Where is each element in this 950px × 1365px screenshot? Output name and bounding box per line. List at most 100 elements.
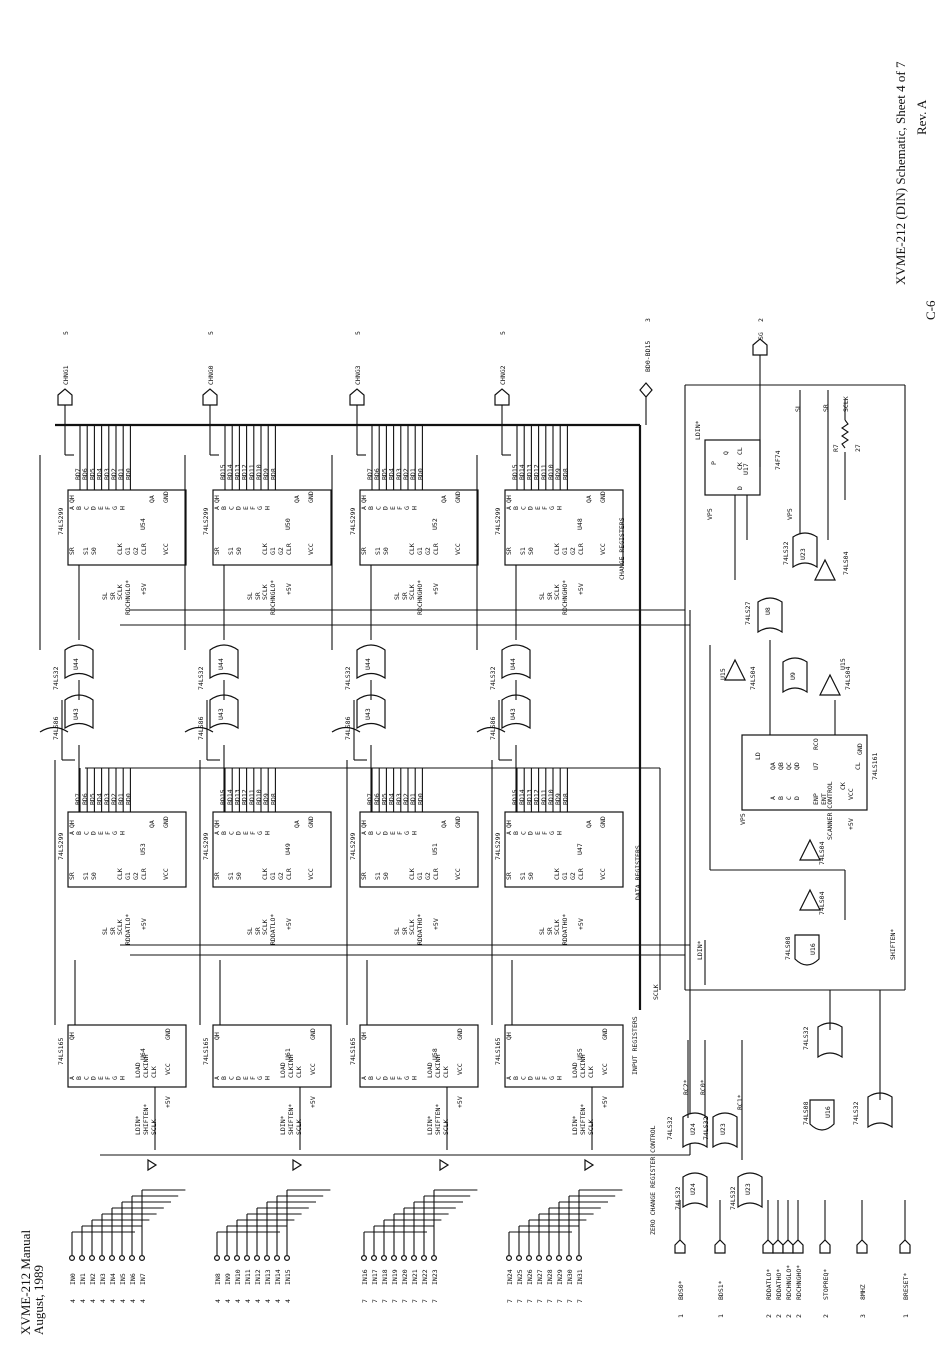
control-signal-label: RDDATLO*	[765, 1269, 773, 1300]
change-reg-g2: G2	[277, 547, 285, 555]
data-reg-ref: U47	[576, 843, 584, 855]
input-reg-clkinh: CLKINH	[434, 1054, 442, 1078]
data-reg-bus-4: BD11	[540, 789, 548, 805]
input-pin-sheet: 7	[361, 1299, 369, 1303]
main-bus-lines	[55, 384, 906, 1156]
input-reg-gnd-arrow	[147, 1158, 158, 1172]
input-pin-label: IN1	[79, 1273, 87, 1285]
data-reg-bus-1: BD14	[518, 789, 526, 805]
xor-extra-arc	[184, 726, 214, 733]
input-reg-vcc: VCC	[601, 1063, 609, 1075]
data-reg-s0: S0	[527, 872, 535, 880]
or-stop-type: 74LS32	[802, 1026, 810, 1050]
input-reg-shiften: SHIFTEN*	[434, 1104, 442, 1135]
data-reg-pin-0: A	[505, 831, 513, 835]
title-block: XVME-212 Manual August, 1989 Rev. A XVME…	[18, 61, 938, 1335]
input-reg-clk: CLK	[442, 1066, 450, 1078]
chng-output-connector	[349, 388, 365, 406]
input-pin-label: IN23	[431, 1269, 439, 1285]
change-reg-pin-3: D	[235, 506, 243, 510]
input-reg-clk: CLK	[587, 1066, 595, 1078]
control-signal-sheet: 1	[902, 1314, 910, 1318]
input-pin-sheet: 4	[119, 1299, 127, 1303]
change-reg-bus-4: BD3	[395, 468, 403, 480]
data-reg-bus-6: BD1	[117, 793, 125, 805]
input-reg-type: 74LS165	[349, 1038, 357, 1065]
counter-type: 74LS161	[871, 753, 879, 780]
zero-type-3: 74LS32	[674, 1186, 682, 1210]
input-pin-sheet: 7	[381, 1299, 389, 1303]
counter-pin-ck: CK	[839, 782, 847, 790]
data-reg-vcc: VCC	[454, 868, 462, 880]
ff-ref: U17	[742, 463, 750, 475]
change-reg-p5v: +5V	[140, 583, 148, 595]
data-reg-strobe: RDDATHO*	[416, 914, 424, 945]
input-reg-pin-7: H	[555, 1076, 563, 1080]
input-pin-sheet: 7	[546, 1299, 554, 1303]
change-reg-bus-1: BD6	[81, 468, 89, 480]
change-reg-sr: SR	[505, 547, 513, 555]
change-registers-caption: CHANGE REGISTERS	[618, 517, 626, 580]
counter-pin-d: D	[793, 796, 801, 800]
input-pin-sheet: 7	[411, 1299, 419, 1303]
counter-pin-rco: RCO	[812, 738, 820, 750]
input-pin-sheet: 4	[274, 1299, 282, 1303]
data-register-74ls299	[359, 811, 479, 888]
data-reg-s1: S1	[519, 872, 527, 880]
counter-pin-c: C	[785, 796, 793, 800]
clock-and-ref: U16	[824, 1106, 832, 1118]
data-reg-bus-5: BD2	[402, 793, 410, 805]
xor-type: 74LS86	[197, 716, 205, 740]
net-ldin: LDIN*	[694, 420, 702, 440]
and-74ls08-u16	[794, 934, 820, 966]
zero-type-2: 74LS32	[702, 1116, 710, 1140]
input-pin-label: IN28	[546, 1269, 554, 1285]
change-reg-g1: G1	[416, 547, 424, 555]
change-reg-bus-3: BD12	[533, 464, 541, 480]
change-reg-gnd: GND	[162, 491, 170, 503]
input-reg-gnd: GND	[164, 1028, 172, 1040]
input-reg-type: 74LS165	[202, 1038, 210, 1065]
input-reg-vcc: VCC	[456, 1063, 464, 1075]
input-reg-pin-5: F	[249, 1076, 257, 1080]
change-reg-ref: U50	[284, 518, 292, 530]
data-reg-bus-4: BD3	[103, 793, 111, 805]
control-signal: BRESET*1	[899, 1200, 911, 1318]
input-pin-terminal	[535, 1254, 542, 1261]
change-reg-bus-2: BD13	[525, 464, 533, 480]
nor-ref: U9	[789, 672, 797, 680]
change-reg-pin-2: C	[374, 506, 382, 510]
input-register-74ls165	[504, 1024, 624, 1088]
change-reg-gnd: GND	[307, 491, 315, 503]
input-pin-terminal	[431, 1254, 438, 1261]
data-reg-sr: SR	[505, 872, 513, 880]
input-reg-sclk: SCLK	[587, 1119, 595, 1135]
xor-extra-arc	[331, 726, 361, 733]
input-reg-p5v: +5V	[456, 1096, 464, 1108]
input-pin-sheet: 7	[516, 1299, 524, 1303]
resistor-r7	[841, 419, 849, 449]
change-reg-bus-7: BD0	[124, 468, 132, 480]
input-pin-sheet: 4	[214, 1299, 222, 1303]
input-pin-label: IN31	[576, 1269, 584, 1285]
control-signal-sheet: 2	[775, 1314, 783, 1318]
ff-pin-cl: CL	[736, 447, 744, 455]
inv-type-e: 74LS04	[818, 891, 826, 915]
control-connector	[792, 1239, 804, 1254]
data-reg-clk: CLK	[116, 868, 124, 880]
change-reg-bus-2: BD5	[380, 468, 388, 480]
change-reg-clk: CLK	[261, 543, 269, 555]
input-pin-sheet: 4	[79, 1299, 87, 1303]
input-reg-clkinh: CLKINH	[579, 1054, 587, 1078]
input-reg-p5v: +5V	[164, 1096, 172, 1108]
input-pin-label: IN18	[381, 1269, 389, 1285]
input-reg-ref: U55	[576, 1048, 584, 1060]
counter-gnd: GND	[856, 743, 864, 755]
change-reg-clk: CLK	[116, 543, 124, 555]
input-pin-sheet: 4	[244, 1299, 252, 1303]
chng-output-sheet: 5	[354, 331, 362, 335]
or2-type: 74LS32	[782, 541, 790, 565]
change-reg-qh: QH	[68, 495, 76, 503]
control-signal-label: RDCHNGLO*	[785, 1265, 793, 1300]
input-pin-terminal	[108, 1254, 115, 1261]
